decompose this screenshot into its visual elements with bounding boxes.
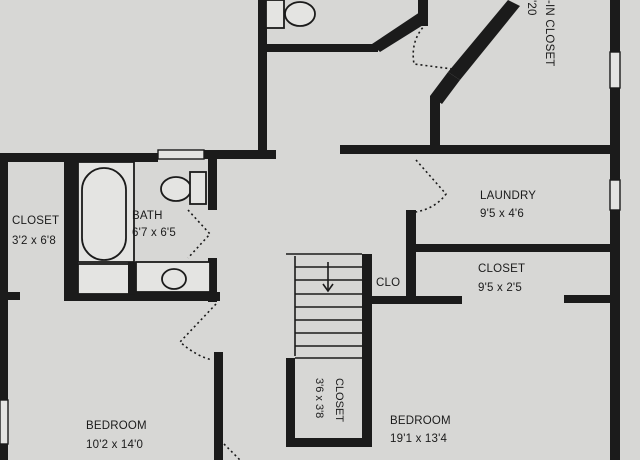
closet-stair-name: CLOSET: [333, 378, 345, 422]
stair-arrow-head: [322, 283, 334, 293]
wall-closet-stub: [6, 292, 20, 300]
wall-stair-closet-bottom: [286, 438, 372, 447]
toilet-top: [284, 1, 316, 27]
clo-name: CLO: [376, 277, 400, 289]
vanity: [77, 263, 135, 295]
bedroom-center-name: BEDROOM: [390, 415, 451, 427]
door-bedroom-left: [178, 303, 217, 361]
closet-stair-size: 3'6 x 3'8: [313, 378, 325, 418]
windows: [0, 51, 621, 445]
wall-laundry-top: [340, 145, 615, 154]
wall-diagonal-top-left: [372, 12, 428, 52]
wall-exterior-left: [0, 155, 8, 460]
wall-top-small: [418, 0, 428, 26]
wall-clo-bottom: [370, 296, 462, 304]
walls: [0, 0, 620, 460]
wall-bath-bottom: [64, 292, 220, 301]
wall-diagonal-top-right: [448, 0, 520, 80]
wall-closet-bath: [64, 158, 78, 300]
wall-stair-closet-left: [286, 358, 295, 438]
wall-laundry-bottom: [406, 244, 614, 252]
door-walkin: [412, 23, 461, 71]
bedroom-left-size: 10'2 x 14'0: [86, 439, 143, 451]
door-laundry: [415, 159, 448, 213]
closet-left-name: CLOSET: [12, 215, 59, 227]
wall-upper-bath: [204, 150, 276, 159]
laundry-size: 9'5 x 4'6: [480, 208, 524, 220]
window-bath: [157, 149, 205, 160]
window-left-lower: [0, 399, 9, 445]
wall-top-left-vertical: [258, 0, 267, 158]
closet-left-size: 3'2 x 6'8: [12, 235, 56, 247]
wall-closet-vertical: [430, 96, 440, 148]
toilet-top-tank: [265, 0, 285, 29]
bathtub-basin: [81, 167, 127, 261]
window-right-mid: [609, 179, 621, 211]
door-bath: [187, 209, 212, 259]
wall-bath-right-upper: [208, 158, 217, 210]
toilet: [160, 176, 192, 202]
toilet-tank: [189, 171, 207, 205]
bedroom-center-size: 19'1 x 13'4: [390, 433, 448, 445]
wall-closet-right-bottom: [564, 295, 614, 303]
doors: [178, 23, 461, 460]
sink: [161, 268, 187, 290]
window-right-upper: [609, 51, 621, 89]
wall-bath-right-lower: [208, 258, 217, 302]
wall-exterior-right: [610, 0, 620, 460]
walkin-closet-size: '20: [525, 0, 537, 16]
bedroom-left-name: BEDROOM: [86, 420, 147, 432]
bath-size: 6'7 x 6'5: [132, 227, 176, 239]
wall-top-horizontal: [258, 44, 378, 52]
bath-name: BATH: [132, 210, 163, 222]
wall-laundry-left: [406, 210, 416, 302]
labels: CLOSET 3'2 x 6'8 BATH 6'7 x 6'5 LAUNDRY …: [12, 0, 555, 451]
closet-right-name: CLOSET: [478, 263, 525, 275]
wall-stair-right: [362, 254, 372, 447]
laundry-name: LAUNDRY: [480, 190, 536, 202]
walkin-closet-name: -IN CLOSET: [543, 0, 555, 67]
wall-upper-left: [0, 153, 158, 162]
closet-right-size: 9'5 x 2'5: [478, 282, 522, 294]
stairs: [286, 253, 362, 359]
bath-fixtures: [77, 0, 316, 295]
wall-bath-left-divider: [128, 262, 136, 294]
wall-hall-lower: [214, 352, 223, 460]
door-bedroom-lower: [223, 443, 241, 460]
